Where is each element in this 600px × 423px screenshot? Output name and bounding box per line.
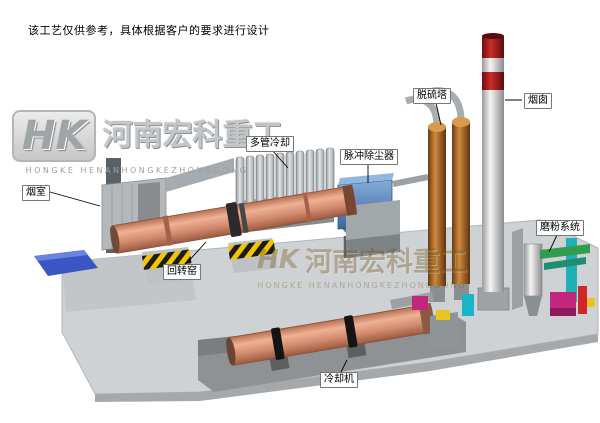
label-grinding-system: 磨粉系统 (536, 220, 584, 236)
label-rotary-kiln: 回转窑 (163, 264, 201, 280)
label-smoke-chamber: 烟室 (22, 185, 50, 201)
label-multi-tube-cooler: 多管冷却 (246, 136, 294, 152)
cooler-discharge-housing (430, 312, 458, 350)
logo-monogram: HK (12, 110, 97, 162)
label-desulfurization-tower: 脱硫塔 (413, 88, 451, 104)
chimney (477, 33, 510, 311)
company-logo: HK 河南宏科重工 HONGKE HENANHONGKEZHONGGONG (12, 110, 282, 175)
label-cooling-machine: 冷却机 (320, 372, 358, 388)
grinding-system (512, 228, 595, 316)
cooling-machine (225, 302, 436, 372)
leader-lines (49, 99, 558, 373)
logo-company-name-en: HONGKE HENANHONGKEZHONGGONG (25, 166, 249, 175)
rotary-kiln (109, 184, 358, 254)
label-pulse-dust-collector: 脉冲除尘器 (340, 149, 398, 165)
label-chimney: 烟囱 (524, 93, 552, 109)
desulfurization-towers (404, 87, 470, 302)
disclaimer-text: 该工艺仅供参考，具体根据客户的要求进行设计 (28, 24, 270, 37)
auxiliary-units (390, 292, 474, 320)
kiln-head-hood (346, 200, 400, 258)
